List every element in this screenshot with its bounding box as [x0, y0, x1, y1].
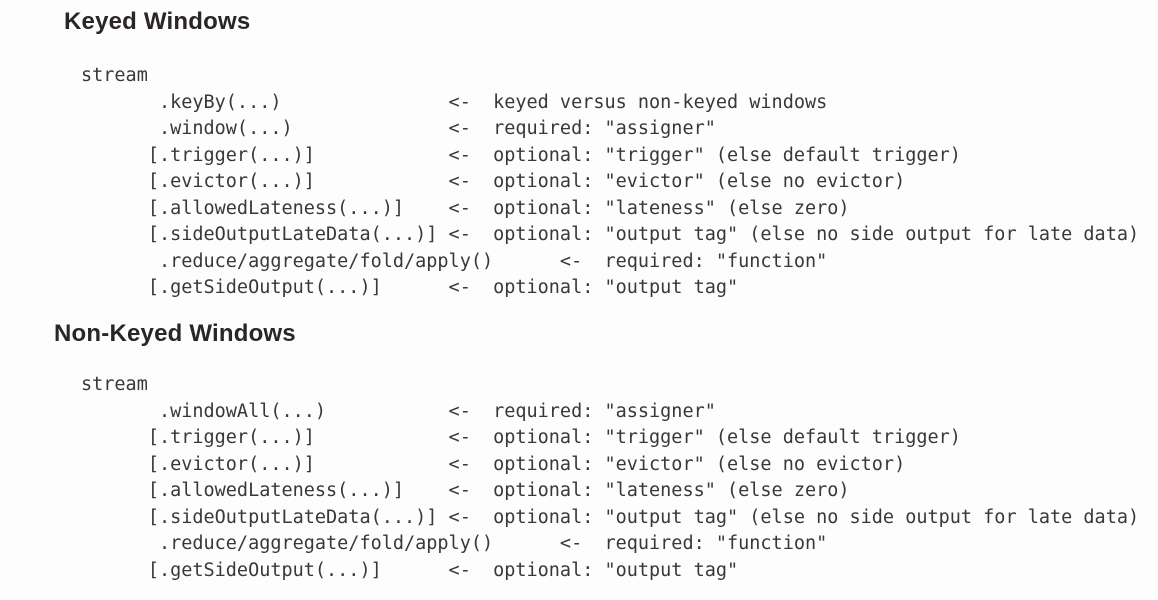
code-block-non-keyed-windows: stream .windowAll(...) <- required: "ass…	[81, 374, 1140, 581]
section-heading-non-keyed-windows: Non-Keyed Windows	[54, 320, 296, 347]
section-heading-keyed-windows: Keyed Windows	[64, 8, 251, 35]
code-block-keyed-windows: stream .keyBy(...) <- keyed versus non-k…	[81, 65, 1140, 298]
